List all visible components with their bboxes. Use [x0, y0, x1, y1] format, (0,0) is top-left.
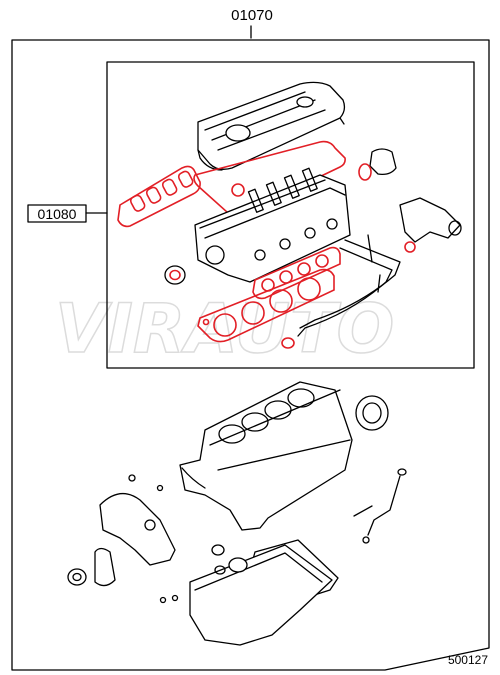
water-outlet: [399, 197, 462, 253]
oil-pan: [189, 544, 333, 646]
thermostat-housing: [358, 148, 397, 181]
valve-cover-gasket: [193, 140, 346, 217]
water-pipe: [281, 234, 401, 349]
rear-main-seal: [355, 395, 389, 431]
inner-kit-frame: [106, 61, 475, 369]
oil-pump-pickup: [211, 544, 248, 575]
valve-cover: [197, 81, 346, 171]
dipstick-tube: [353, 468, 407, 544]
camshaft-seal: [164, 265, 186, 285]
outer-kit-frame: [11, 39, 490, 671]
part-number-label-side: 01080: [38, 206, 77, 222]
crankshaft-seal: [67, 568, 87, 586]
intake-manifold-gasket: [117, 165, 201, 228]
head-gasket: [197, 268, 335, 343]
cylinder-block: [179, 381, 353, 531]
timing-cover: [94, 474, 176, 587]
part-number-label-top: 01070: [231, 7, 273, 24]
cylinder-head: [194, 167, 351, 283]
watermark-text: VIRAUTO: [55, 290, 394, 369]
figure-code-label: 500127: [448, 653, 488, 667]
drain-plug-washers: [159, 594, 179, 604]
